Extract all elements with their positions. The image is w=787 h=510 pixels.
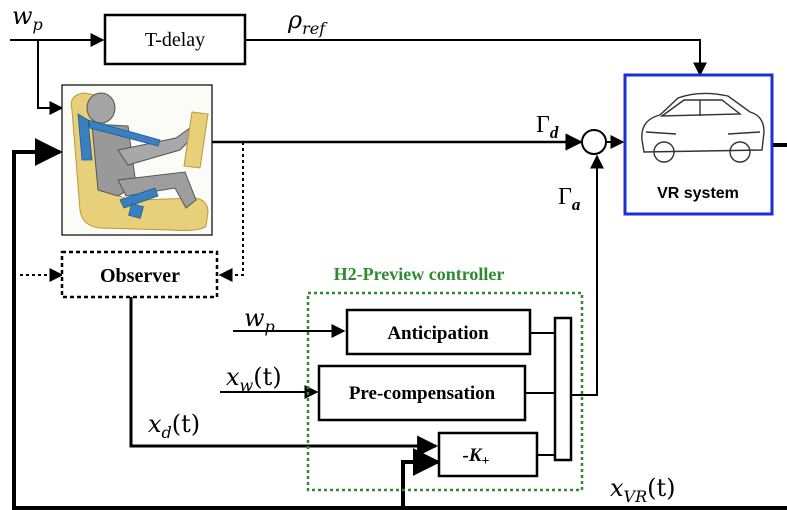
wp-mid-subscript: p [265, 317, 275, 336]
driver-to-observer-dotted [220, 142, 243, 275]
gamma-a-label: Γa [558, 184, 581, 214]
anticipation-label: Anticipation [387, 323, 489, 344]
xd-subscript: d [162, 423, 172, 442]
gamma-a-subscript: a [572, 195, 581, 214]
observer-label: Observer [100, 265, 180, 287]
rho-ref-line [245, 40, 700, 75]
h2-preview-label: H2-Preview controller [334, 264, 505, 284]
gamma-d-subscript: d [550, 123, 559, 142]
wp-to-driver-line [38, 40, 62, 108]
xvr-to-k-line [403, 462, 438, 508]
gamma-d-label: Γd [536, 112, 559, 142]
driver-image [62, 85, 212, 235]
xw-label: xw(t) [226, 363, 282, 395]
xvr-label: xVR(t) [610, 474, 676, 506]
belt-buckle [129, 204, 144, 219]
wp-mid-label: wp [244, 304, 275, 336]
wp-top-label: wp [12, 2, 43, 34]
rho-ref-label: ρref [287, 6, 328, 38]
xd-label: xd(t) [148, 410, 200, 442]
vr-system-label: VR system [657, 185, 739, 202]
t-delay-label: T-delay [145, 29, 205, 51]
xvr-argument: (t) [647, 474, 675, 502]
gain-k-label: -K [463, 445, 483, 466]
gain-k-subscript: + [482, 454, 490, 469]
xw-subscript: w [240, 376, 254, 395]
rho-ref-subscript: ref [302, 19, 328, 38]
xvr-subscript: VR [624, 487, 648, 506]
gamma-a-line [571, 156, 597, 395]
combiner-bar [555, 318, 571, 460]
wp-top-subscript: p [33, 15, 43, 34]
pre-compensation-label: Pre-compensation [349, 383, 496, 404]
xd-argument: (t) [172, 410, 200, 438]
left-feedback-line [14, 152, 49, 510]
xw-argument: (t) [253, 363, 281, 391]
summing-junction [582, 130, 606, 154]
